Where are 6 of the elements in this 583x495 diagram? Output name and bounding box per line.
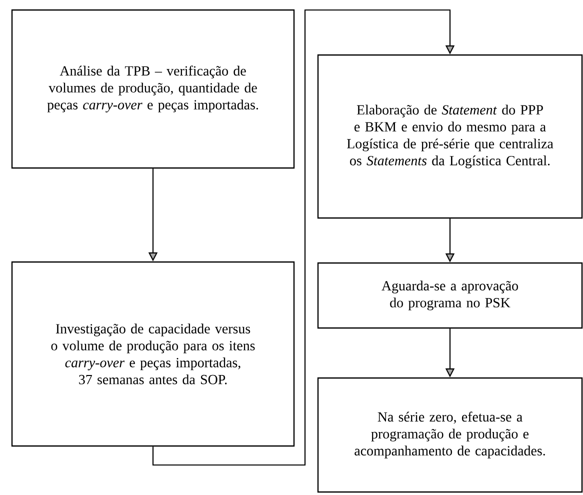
process-box: Investigação de capacidade versus o volume de produção para os itens carry-over e peças importadas, 37 semanas antes da SOP. bbox=[11, 261, 295, 447]
arrow bbox=[152, 9, 455, 466]
process-box: Aguarda-se a aprovação do programa no PSK bbox=[317, 262, 583, 329]
process-box: Elaboração de Statement do PPP e BKM e envio do mesmo para a Logística de pré-série que centraliza os Statements da Logística Central. bbox=[317, 54, 583, 219]
process-box: Análise da TPB – verificação de volumes de produção, quantidade de peças carry-over e peças importadas. bbox=[11, 9, 295, 169]
process-box: Na série zero, efetua-se a programação de produção e acompanhamento de capacidades. bbox=[317, 377, 583, 493]
